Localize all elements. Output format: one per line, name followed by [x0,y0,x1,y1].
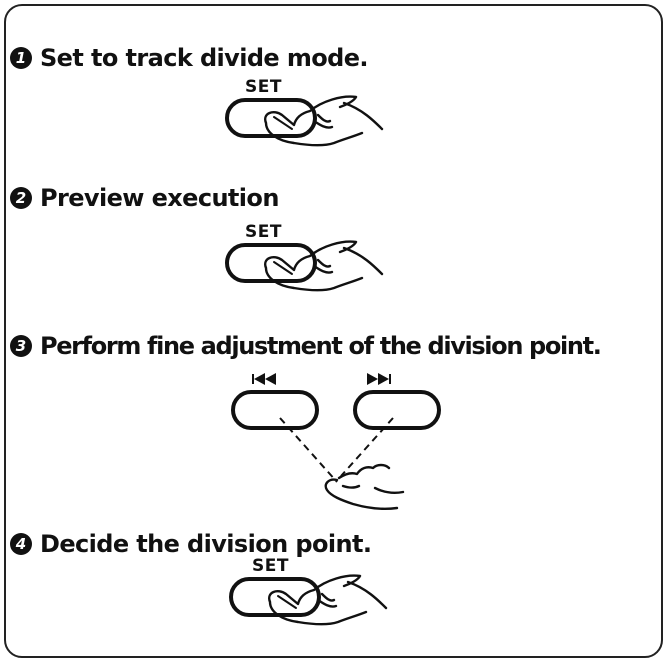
step-3-number-badge: 3 [10,335,32,357]
step-2-heading: 2 Preview execution [10,184,279,212]
step-2-press-illustration [222,240,397,310]
step-1-press-illustration [222,95,397,165]
hand-press-icon [225,95,384,147]
step-3-heading: 3 Perform fine adjustment of the divisio… [10,332,602,360]
step-2-text: Preview execution [40,184,279,212]
step-1-heading: 1 Set to track divide mode. [10,44,369,72]
step-4-number-badge: 4 [10,533,32,555]
set-button-label: SET [245,77,282,97]
set-button-label: SET [252,556,289,576]
step-3-skip-illustration [225,370,445,520]
instruction-panel [4,4,663,658]
set-button[interactable] [225,98,317,138]
step-4-text: Decide the division point. [40,530,372,558]
hand-point-icon [231,373,441,510]
hand-press-icon [229,574,388,626]
skip-back-icon [252,373,276,385]
step-1-number-badge: 1 [10,47,32,69]
skip-forward-icon [367,373,391,385]
step-1-text: Set to track divide mode. [40,44,369,72]
hand-press-icon [225,240,384,292]
step-2-number-badge: 2 [10,187,32,209]
step-4-heading: 4 Decide the division point. [10,530,372,558]
set-button[interactable] [229,577,321,617]
set-button[interactable] [225,243,317,283]
skip-forward-button[interactable] [353,390,441,430]
set-button-label: SET [245,222,282,242]
skip-back-button[interactable] [231,390,319,430]
step-3-text: Perform fine adjustment of the division … [40,332,602,360]
step-4-press-illustration [226,574,401,644]
